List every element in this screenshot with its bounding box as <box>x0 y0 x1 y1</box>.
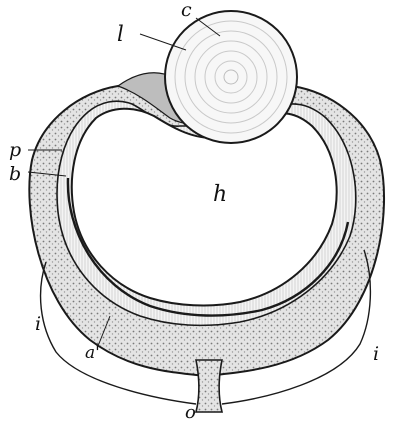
label-a-prime: a' <box>85 343 100 363</box>
label-p: p <box>9 139 21 161</box>
label-h: h <box>213 182 227 207</box>
label-c: c <box>181 0 192 21</box>
label-i-left: i <box>35 313 41 335</box>
label-l: l <box>117 22 124 46</box>
optic-stalk <box>196 360 222 412</box>
label-b: b <box>9 163 21 185</box>
label-o: o <box>185 402 196 422</box>
lens <box>165 11 297 143</box>
label-i-right: i <box>373 343 379 365</box>
